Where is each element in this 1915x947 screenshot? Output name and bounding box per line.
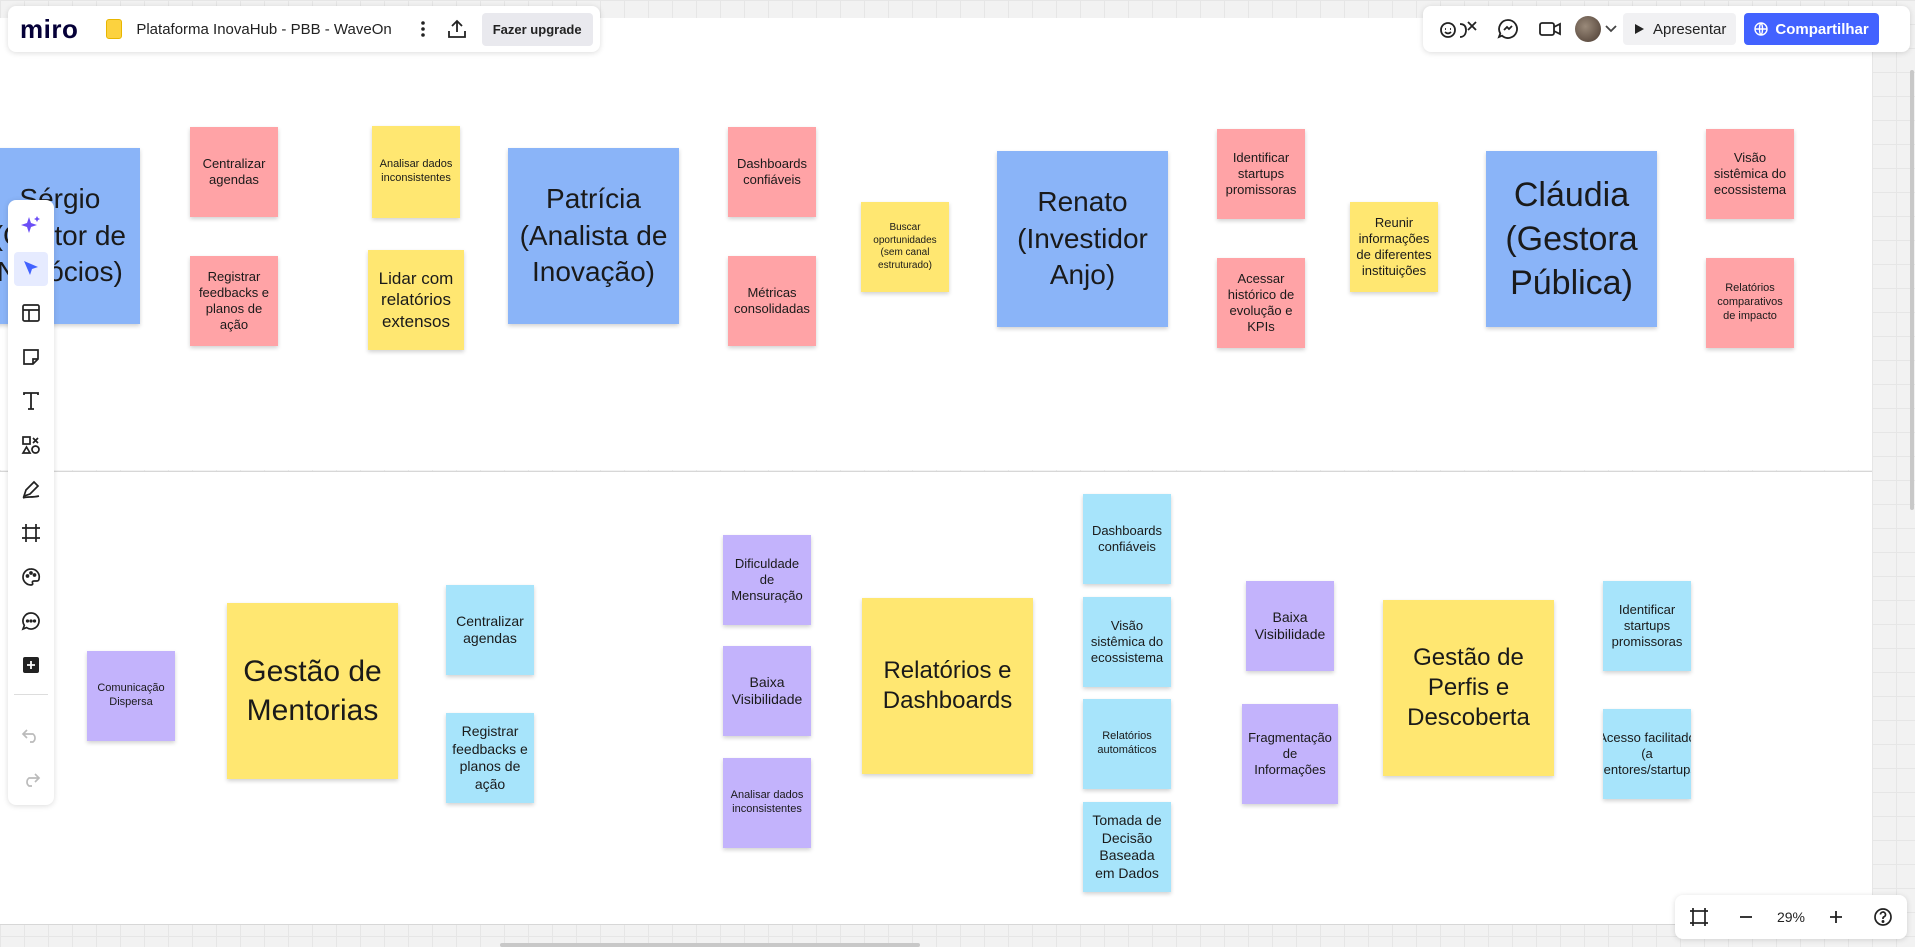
sticky-note[interactable]: Dashboards confiáveis [728,127,816,217]
frame-divider [0,471,1872,472]
text-icon[interactable] [14,384,48,418]
sticky-note[interactable]: Lidar com relatórios extensos [368,250,464,350]
zoom-in-icon[interactable] [1819,900,1853,934]
zoom-out-icon[interactable] [1729,900,1763,934]
sticky-note[interactable]: Analisar dados inconsistentes [372,126,460,218]
help-icon[interactable] [1866,900,1900,934]
zoom-controls: 29% [1675,895,1907,939]
avatar[interactable] [1575,16,1601,42]
sticky-note[interactable]: Tomada de Decisão Baseada em Dados [1083,802,1171,892]
sticky-note[interactable]: Reunir informações de diferentes institu… [1350,202,1438,292]
share-label: Compartilhar [1775,20,1869,38]
board-icon [106,19,123,39]
sticky-note[interactable]: Visão sistêmica do ecossistema [1083,597,1171,687]
undo-icon[interactable] [14,718,48,752]
board-header: miro Plataforma InovaHub - PBB - WaveOn … [8,6,600,52]
play-icon [1635,24,1644,34]
export-icon[interactable] [440,12,474,46]
templates-icon[interactable] [14,296,48,330]
sticky-note[interactable]: Relatórios comparativos de impacto [1706,258,1794,348]
sticky-note[interactable]: Visão sistêmica do ecossistema [1706,129,1794,219]
upgrade-button[interactable]: Fazer upgrade [481,12,593,46]
sticky-note[interactable]: Buscar oportunidades (sem canal estrutur… [861,202,949,292]
feature-gestao-perfis[interactable]: Gestão de Perfis e Descoberta [1383,600,1554,776]
sticky-note[interactable]: Registrar feedbacks e planos de ação [446,713,534,803]
vertical-scrollbar[interactable] [1910,70,1914,510]
feature-gestao-mentorias[interactable]: Gestão de Mentorias [227,603,398,779]
sticky-note[interactable]: Relatórios automáticos [1083,699,1171,789]
persona-patricia[interactable]: Patrícia (Analista de Inovação) [508,148,679,324]
sticky-note[interactable]: Analisar dados inconsistentes [723,758,811,848]
present-button[interactable]: Apresentar [1623,13,1737,45]
comment-icon[interactable] [14,604,48,638]
sticky-note[interactable]: Métricas consolidadas [728,256,816,346]
feature-relatorios-dashboards[interactable]: Relatórios e Dashboards [862,598,1033,774]
persona-renato[interactable]: Renato (Investidor Anjo) [997,151,1168,327]
reactions-icon[interactable] [1435,12,1485,46]
sticky-note[interactable]: Acessar histórico de evolução e KPIs [1217,258,1305,348]
sticky-note[interactable]: Baixa Visibilidade [1246,581,1334,671]
present-label: Apresentar [1653,20,1727,38]
pen-icon[interactable] [14,472,48,506]
sticky-note[interactable]: Fragmentação de Informações [1242,704,1338,804]
sticky-note[interactable]: Identificar startups promissoras [1217,129,1305,219]
palette-icon[interactable] [14,560,48,594]
select-icon[interactable] [14,252,48,286]
sticky-note[interactable]: Acesso facilitado (a mentores/startups) [1603,709,1691,799]
sticky-note[interactable]: Centralizar agendas [190,127,278,217]
header-actions: Apresentar Compartilhar [1423,6,1910,52]
zoom-level[interactable]: 29% [1776,909,1806,925]
fit-to-screen-icon[interactable] [1682,900,1716,934]
frame-divider [0,924,1872,925]
shapes-icon[interactable] [14,428,48,462]
chat-icon[interactable] [1491,12,1525,46]
left-toolbar [8,200,54,805]
video-icon[interactable] [1533,12,1567,46]
sticky-note[interactable]: Registrar feedbacks e planos de ação [190,256,278,346]
miro-logo[interactable]: miro [20,13,79,44]
sticky-note-icon[interactable] [14,340,48,374]
more-options-icon[interactable] [406,12,440,46]
horizontal-scrollbar[interactable] [500,943,920,947]
sticky-note[interactable]: Identificar startups promissoras [1603,581,1691,671]
globe-icon [1754,22,1769,36]
ai-icon[interactable] [14,208,48,242]
more-icon[interactable] [14,648,48,682]
persona-claudia[interactable]: Cláudia (Gestora Pública) [1486,151,1657,327]
toolbar-divider [14,694,48,695]
sticky-note[interactable]: Dificuldade de Mensuração [723,535,811,625]
sticky-note[interactable]: Baixa Visibilidade [723,646,811,736]
sticky-note[interactable]: Comunicação Dispersa [87,651,175,741]
chevron-down-icon[interactable] [1605,20,1617,38]
board-title[interactable]: Plataforma InovaHub - PBB - WaveOn [136,20,392,38]
sticky-note[interactable]: Centralizar agendas [446,585,534,675]
frame-icon[interactable] [14,516,48,550]
redo-icon[interactable] [14,762,48,796]
sticky-note[interactable]: Dashboards confiáveis [1083,494,1171,584]
share-button[interactable]: Compartilhar [1744,13,1879,45]
